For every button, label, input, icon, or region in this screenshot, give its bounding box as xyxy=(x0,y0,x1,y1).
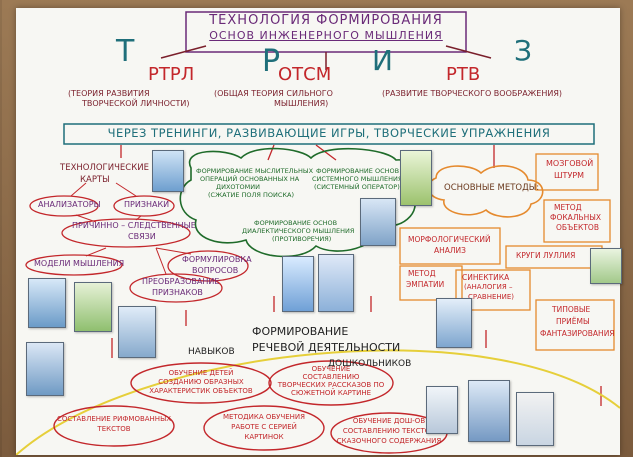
speech-title-line2: РЕЧЕВОЙ ДЕЯТЕЛЬНОСТИ xyxy=(252,341,401,354)
poster: ТЕХНОЛОГИЯ ФОРМИРОВАНИЯ ОСНОВ ИНЖЕНЕРНОГ… xyxy=(16,8,622,455)
green-c3-line2: ДИАЛЕКТИЧЕСКОГО МЫШЛЕНИЯ xyxy=(242,227,355,235)
poster-title-line1: ТЕХНОЛОГИЯ ФОРМИРОВАНИЯ xyxy=(209,13,443,28)
b3-line1: СОСТАВЛЕНИЕ РИФМОВАННЫХ xyxy=(56,415,172,423)
tech-maps-title1: ТЕХНОЛОГИЧЕСКИЕ xyxy=(60,163,149,173)
item-questions-line2: ВОПРОСОВ xyxy=(192,266,239,275)
book-cover-image xyxy=(426,386,458,434)
method-focal-line2: ФОКАЛЬНЫХ xyxy=(550,213,601,222)
branch-otsm-desc1: (ОБЩАЯ ТЕОРИЯ СИЛЬНОГО xyxy=(214,89,333,98)
book-cover-image xyxy=(400,150,432,206)
branch-rtrl-label: РТРЛ xyxy=(148,64,195,85)
b4-line2: РАБОТЕ С СЕРИЕЙ xyxy=(231,423,297,431)
book-cover-image xyxy=(318,254,354,312)
book-cover-image xyxy=(118,306,156,358)
item-cause-line2: СВЯЗИ xyxy=(128,232,156,241)
method-empathy-line2: ЭМПАТИИ xyxy=(406,280,445,289)
b2-line1: ОБУЧЕНИЕ xyxy=(311,365,351,373)
book-cover-image xyxy=(282,256,314,312)
green-c1-line2: ОПЕРАЦИЙ ОСНОВАННЫХ НА xyxy=(200,175,300,183)
item-cause-line1: ПРИЧИННО – СЛЕДСТВЕННЫЕ xyxy=(72,221,196,230)
item-transform-line1: ПРЕОБРАЗОВАНИЕ xyxy=(142,277,220,286)
item-signs: ПРИЗНАКИ xyxy=(124,200,170,209)
letter-z: З xyxy=(514,34,532,67)
book-cover-image xyxy=(28,278,66,328)
branch-rtrl-desc1: (ТЕОРИЯ РАЗВИТИЯ xyxy=(68,89,150,98)
branch-rtv-label: РТВ xyxy=(446,64,481,85)
b3-line2: ТЕКСТОВ xyxy=(97,425,131,433)
green-c3-line1: ФОРМИРОВАНИЕ ОСНОВ xyxy=(254,219,338,227)
branch-rtv-desc: (РАЗВИТИЕ ТВОРЧЕСКОГО ВООБРАЖЕНИЯ) xyxy=(382,89,563,98)
method-fantasy-line3: ФАНТАЗИРОВАНИЯ xyxy=(540,329,615,338)
b2-line4: СЮЖЕТНОЙ КАРТИНЕ xyxy=(290,389,372,397)
item-models: МОДЕЛИ МЫШЛЕНИЯ xyxy=(34,259,125,268)
methods-label: ОСНОВНЫЕ МЕТОДЫ: xyxy=(444,183,540,193)
banner-text: ЧЕРЕЗ ТРЕНИНГИ, РАЗВИВАЮЩИЕ ИГРЫ, ТВОРЧЕ… xyxy=(107,126,551,140)
book-cover-image xyxy=(152,150,184,192)
b5-line2: СОСТАВЛЕНИЮ ТЕКСТОВ xyxy=(342,427,436,435)
preschool-label: ДОШКОЛЬНИКОВ xyxy=(328,359,412,369)
green-c1-line1: ФОРМИРОВАНИЕ МЫСЛИТЕЛЬНЫХ xyxy=(196,167,314,175)
b2-line2: СОСТАВЛЕНИЮ xyxy=(302,373,360,381)
tech-maps-title2: КАРТЫ xyxy=(80,175,110,185)
method-morph-line2: АНАЛИЗ xyxy=(434,246,466,255)
green-c1-line4: (СЖАТИЕ ПОЛЯ ПОИСКА) xyxy=(208,191,295,199)
b5-line3: СКАЗОЧНОГО СОДЕРЖАНИЯ xyxy=(336,437,442,445)
b4-line3: КАРТИНОК xyxy=(244,433,284,441)
book-cover-image xyxy=(436,298,472,348)
branch-otsm-desc2: МЫШЛЕНИЯ) xyxy=(274,99,329,108)
book-cover-image xyxy=(516,392,554,446)
method-fantasy-line1: ТИПОВЫЕ xyxy=(552,305,591,314)
green-c2-line1: ФОРМИРОВАНИЕ ОСНОВ xyxy=(316,167,400,175)
b1-line1: ОБУЧЕНИЕ ДЕТЕЙ xyxy=(168,369,234,377)
b1-line3: ХАРАКТЕРИСТИК ОБЪЕКТОВ xyxy=(149,387,253,395)
method-brainstorm-line1: МОЗГОВОЙ xyxy=(546,159,594,168)
b2-line3: ТВОРЧЕСКИХ РАССКАЗОВ ПО xyxy=(277,381,385,389)
method-synectics-line1: СИНЕКТИКА xyxy=(462,273,510,282)
book-cover-image xyxy=(360,198,396,246)
item-questions-line1: ФОРМУЛИРОВКА xyxy=(182,255,252,264)
book-cover-image xyxy=(590,248,622,284)
method-llull: КРУГИ ЛУЛЛИЯ xyxy=(516,251,576,260)
b5-line1: ОБУЧЕНИЕ ДОШ-ОВ xyxy=(352,417,426,425)
method-focal-line3: ОБЪЕКТОВ xyxy=(556,223,599,232)
item-analyzers: АНАЛИЗАТОРЫ xyxy=(38,200,101,209)
method-brainstorm-line2: ШТУРМ xyxy=(554,171,585,180)
skills-label: НАВЫКОВ xyxy=(188,347,235,357)
method-synectics-line2: (АНАЛОГИЯ – xyxy=(464,283,513,291)
branch-rtrl-desc2: ТВОРЧЕСКОЙ ЛИЧНОСТИ) xyxy=(82,99,190,108)
letter-t: Т xyxy=(116,34,135,69)
green-c2-line3: (СИСТЕМНЫЙ ОПЕРАТОР) xyxy=(314,183,400,191)
item-transform-line2: ПРИЗНАКОВ xyxy=(152,288,203,297)
branch-otsm-label: ОТСМ xyxy=(278,64,332,85)
method-synectics-line3: СРАВНЕНИЕ) xyxy=(468,293,515,301)
book-cover-image xyxy=(26,342,64,396)
method-focal-line1: МЕТОД xyxy=(554,203,582,212)
method-fantasy-line2: ПРИЁМЫ xyxy=(556,317,590,326)
green-c3-line3: (ПРОТИВОРЕЧИЯ) xyxy=(272,235,332,243)
book-cover-image xyxy=(74,282,112,332)
letter-i: И xyxy=(372,44,393,77)
green-c2-line2: СИСТЕМНОГО МЫШЛЕНИЯ xyxy=(312,175,403,183)
book-cover-image xyxy=(468,380,510,442)
b4-line1: МЕТОДИКА ОБУЧЕНИЯ xyxy=(222,413,306,421)
method-empathy-line1: МЕТОД xyxy=(408,269,436,278)
b1-line2: СОЗДАНИЮ ОБРАЗНЫХ xyxy=(158,378,244,386)
letter-r: Р xyxy=(262,44,281,79)
green-c1-line3: ДИХОТОМИИ xyxy=(216,183,260,191)
speech-title-line1: ФОРМИРОВАНИЕ xyxy=(252,325,349,338)
method-morph-line1: МОРФОЛОГИЧЕСКИЙ xyxy=(408,235,491,244)
poster-title-line2: ОСНОВ ИНЖЕНЕРНОГО МЫШЛЕНИЯ xyxy=(209,29,443,42)
